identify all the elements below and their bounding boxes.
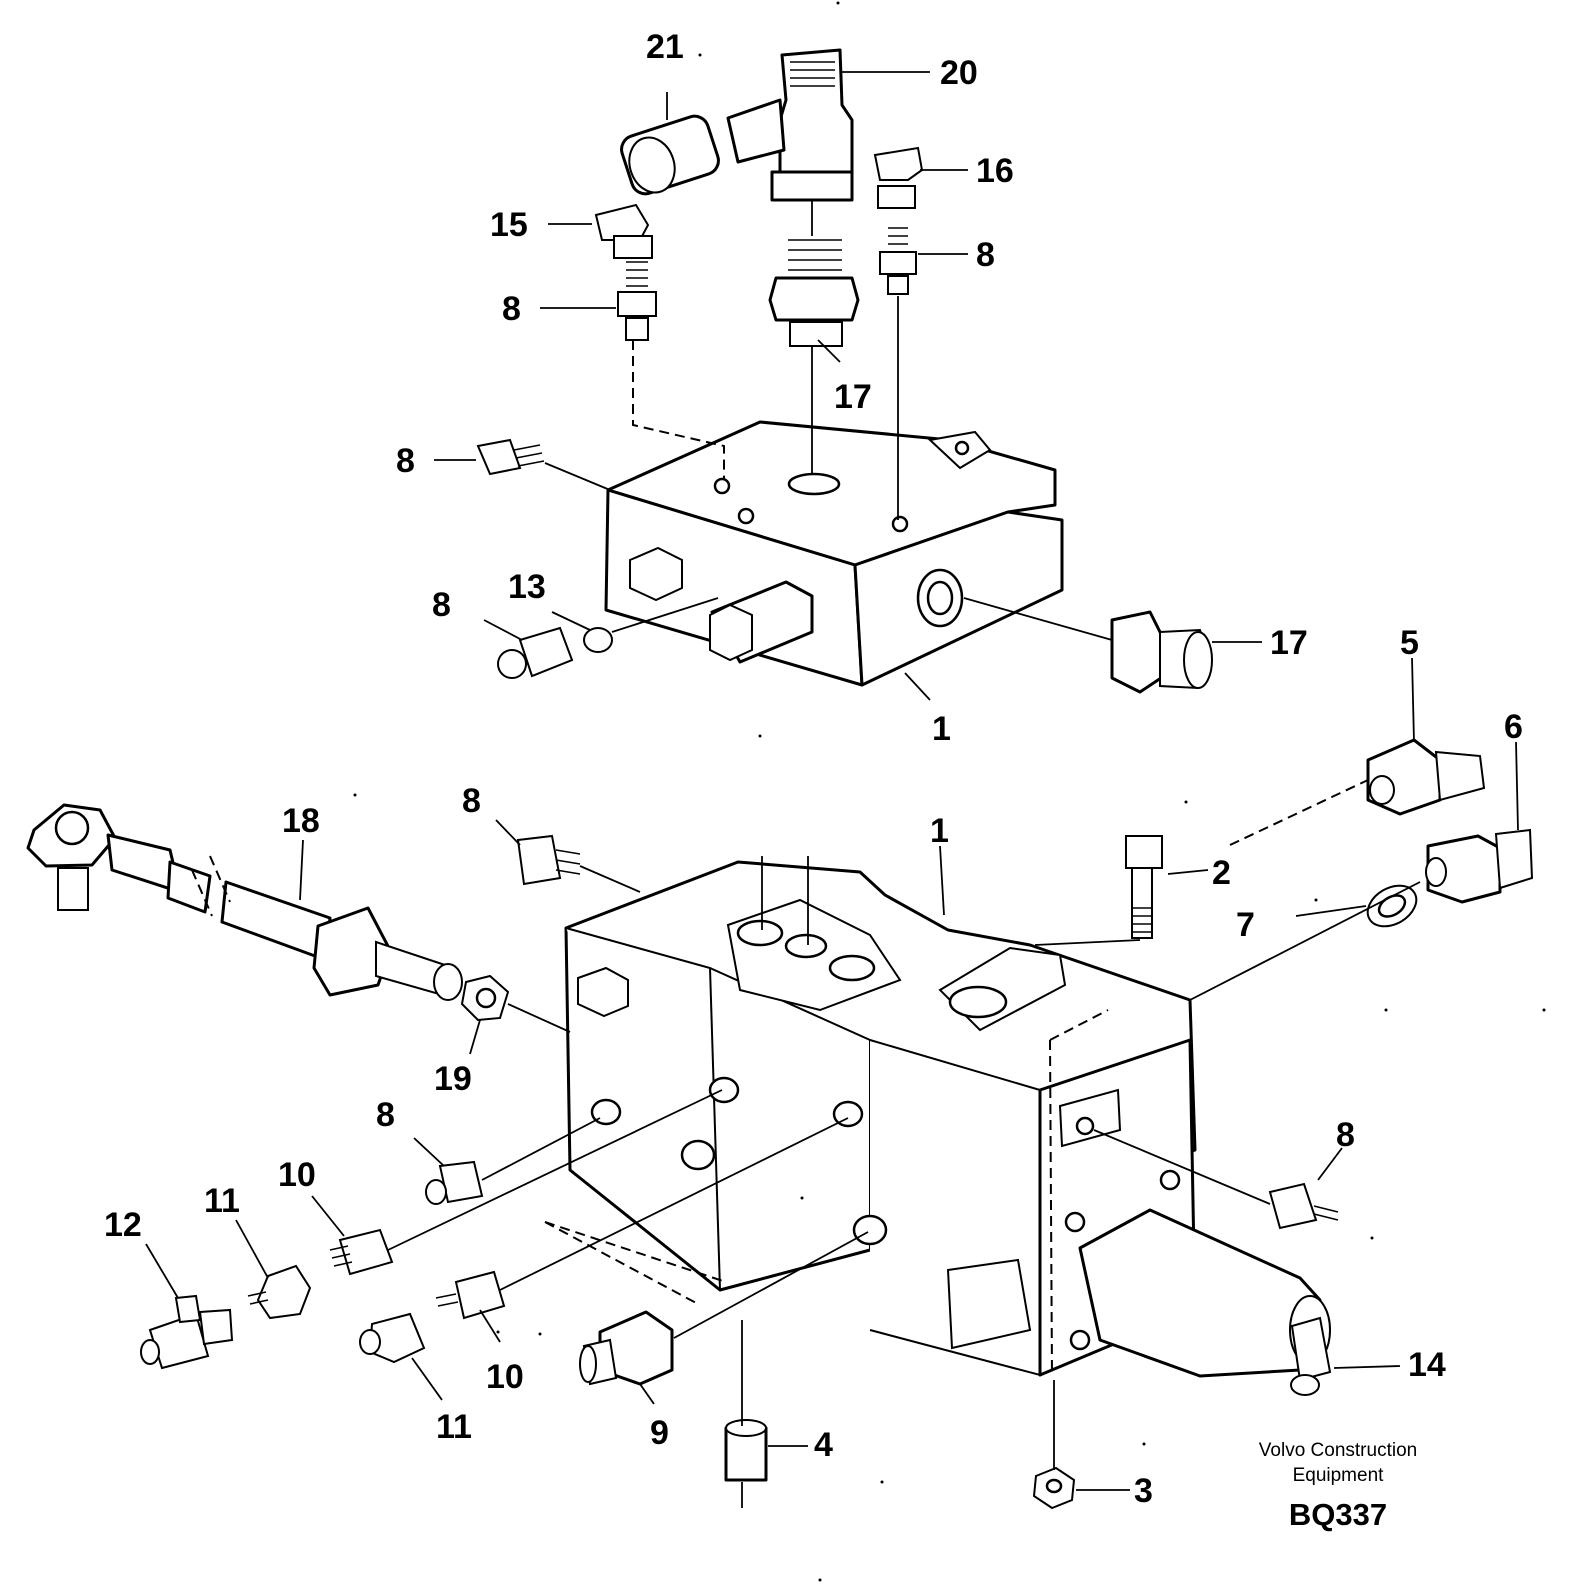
callout-21: 21: [646, 28, 684, 66]
upper-fittings: [476, 48, 1213, 694]
lower-leaders: [145, 657, 1519, 1508]
callout-8-block-lower: 8: [432, 586, 451, 624]
callout-16: 16: [976, 152, 1014, 190]
brand-name: Volvo Construction: [1259, 1440, 1417, 1461]
callout-11-upper: 11: [204, 1182, 240, 1220]
callout-8-lower-left: 8: [376, 1096, 395, 1134]
callout-9: 9: [650, 1414, 669, 1452]
callout-20: 20: [940, 54, 978, 92]
callout-8-upper-right: 8: [976, 236, 995, 274]
callout-2: 2: [1212, 854, 1231, 892]
callout-3: 3: [1134, 1472, 1153, 1510]
callout-8-lower-top: 8: [462, 782, 481, 820]
callout-17-upper: 17: [834, 378, 872, 416]
callout-6: 6: [1504, 708, 1523, 746]
callout-labels: 21 20 16 15 8 8 17 8 13 8 17 1 5 6 18 8 …: [104, 28, 1523, 1510]
callout-10-upper: 10: [278, 1156, 316, 1194]
callout-10-lower: 10: [486, 1358, 524, 1396]
callout-8-upper-left: 8: [502, 290, 521, 328]
callout-1-upper: 1: [932, 710, 951, 748]
callout-11-lower: 11: [436, 1408, 472, 1446]
callout-17-right: 17: [1270, 624, 1308, 662]
callout-19: 19: [434, 1060, 472, 1098]
lower-valve-body: [564, 860, 1332, 1396]
callout-8-block-left: 8: [396, 442, 415, 480]
callout-13: 13: [508, 568, 546, 606]
callout-18: 18: [282, 802, 320, 840]
callout-12: 12: [104, 1206, 142, 1244]
footer-block: Volvo Construction Equipment BQ337: [1259, 1440, 1417, 1532]
callout-7: 7: [1236, 906, 1255, 944]
upper-leaders: [434, 71, 1262, 701]
brand-subtitle: Equipment: [1293, 1465, 1385, 1486]
figure-code: BQ337: [1289, 1497, 1387, 1532]
scan-dots: [353, 1, 1546, 1582]
lower-fittings: [26, 738, 1534, 1510]
upper-valve-block: [604, 420, 1064, 687]
callout-5: 5: [1400, 624, 1419, 662]
callout-1-lower: 1: [930, 812, 949, 850]
callout-8-lower-right: 8: [1336, 1116, 1355, 1154]
callout-14: 14: [1408, 1346, 1446, 1384]
callout-4: 4: [814, 1426, 833, 1464]
callout-15: 15: [490, 206, 528, 244]
